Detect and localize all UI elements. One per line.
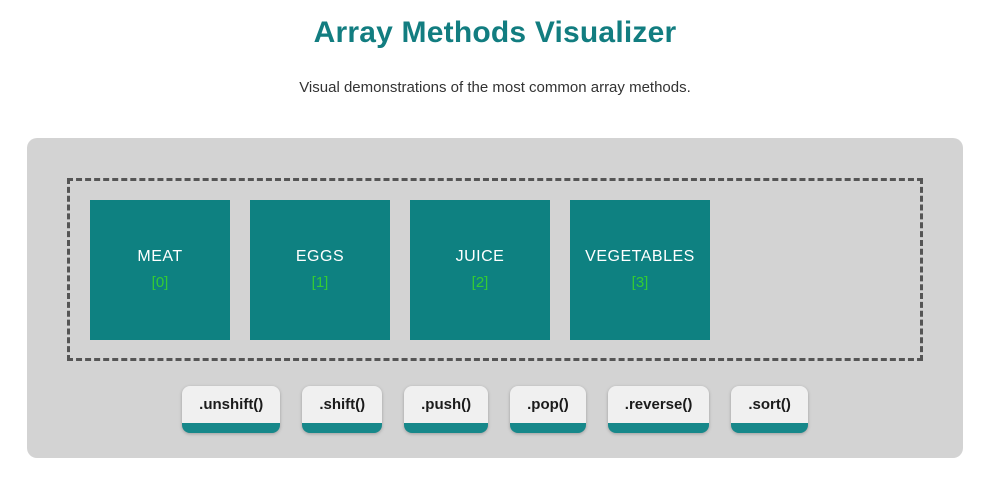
- array-item-index: [2]: [471, 274, 489, 291]
- method-button-pop[interactable]: .pop(): [510, 386, 586, 433]
- array-item: MEAT [0]: [90, 199, 230, 340]
- array-item-label: VEGETABLES: [585, 248, 695, 265]
- page-subtitle: Visual demonstrations of the most common…: [299, 79, 691, 96]
- method-button-unshift[interactable]: .unshift(): [182, 386, 281, 433]
- method-buttons-row: .unshift() .shift() .push() .pop() .reve…: [67, 386, 923, 433]
- array-item-index: [3]: [631, 274, 649, 291]
- page-title: Array Methods Visualizer: [313, 16, 677, 49]
- array-item-label: MEAT: [137, 248, 183, 265]
- array-container: MEAT [0] EGGS [1] JUICE [2] VEGETABLES […: [67, 178, 923, 361]
- array-item-index: [1]: [311, 274, 329, 291]
- array-item: EGGS [1]: [250, 199, 390, 340]
- array-item: VEGETABLES [3]: [570, 199, 710, 340]
- method-button-shift[interactable]: .shift(): [302, 386, 383, 433]
- method-button-sort[interactable]: .sort(): [731, 386, 808, 433]
- array-item-label: EGGS: [295, 248, 345, 265]
- page: Array Methods Visualizer Visual demonstr…: [0, 16, 990, 492]
- visualizer-panel: MEAT [0] EGGS [1] JUICE [2] VEGETABLES […: [27, 138, 963, 458]
- array-item-label: JUICE: [455, 248, 505, 265]
- method-button-reverse[interactable]: .reverse(): [607, 386, 710, 433]
- array-item-index: [0]: [151, 274, 169, 291]
- array-item: JUICE [2]: [410, 199, 550, 340]
- method-button-push[interactable]: .push(): [404, 386, 489, 433]
